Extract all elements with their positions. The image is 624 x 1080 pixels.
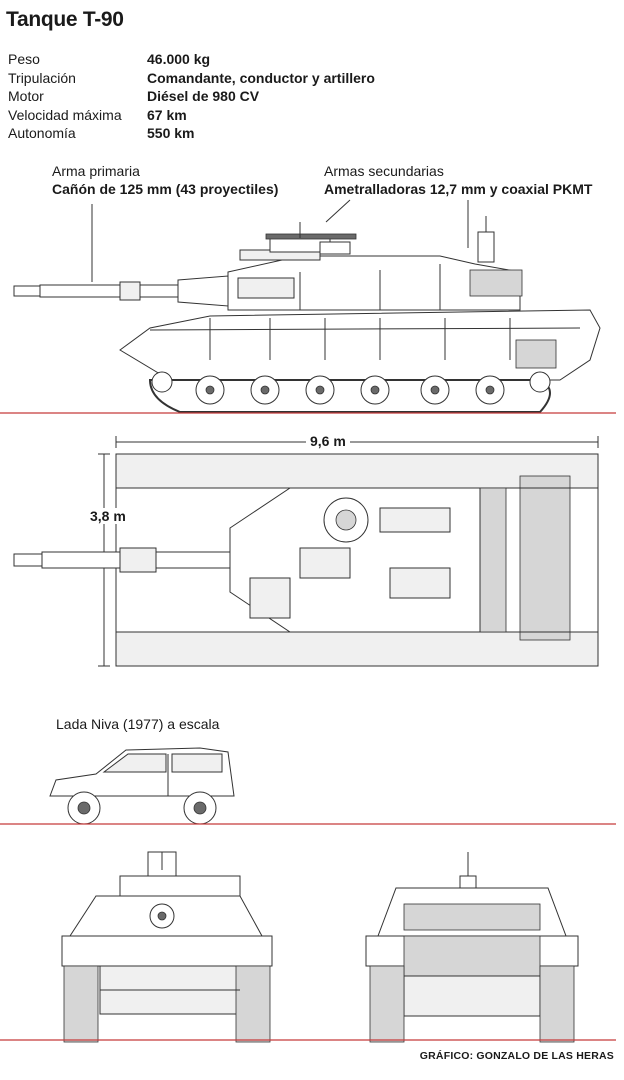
secondary-weapons-callout: Armas secundarias Ametralladoras 12,7 mm… bbox=[324, 162, 592, 198]
spec-label: Peso bbox=[8, 51, 40, 67]
scale-comparison-label: Lada Niva (1977) a escala bbox=[56, 716, 220, 732]
secondary-weapons-value: Ametralladoras 12,7 mm y coaxial PKMT bbox=[324, 181, 593, 197]
graphic-credit: GRÁFICO: GONZALO DE LAS HERAS bbox=[419, 1050, 614, 1062]
spec-row-tripulacion: Tripulación Comandante, conductor y arti… bbox=[8, 69, 375, 88]
secondary-weapons-label: Armas secundarias bbox=[324, 163, 444, 179]
spec-label: Velocidad máxima bbox=[8, 106, 122, 123]
spec-table: Peso 46.000 kg Tripulación Comandante, c… bbox=[8, 50, 375, 143]
spec-row-autonomia: Autonomía 550 km bbox=[8, 124, 375, 143]
spec-value: 46.000 kg bbox=[147, 51, 211, 67]
spec-label: Tripulación bbox=[8, 69, 76, 86]
tank-rear-view bbox=[300, 852, 616, 1043]
page-title: Tanque T-90 bbox=[6, 8, 124, 31]
spec-value: Comandante, conductor y artillero bbox=[147, 69, 375, 86]
tank-front-view bbox=[0, 851, 300, 1043]
spec-value: 67 km bbox=[147, 106, 187, 123]
length-dimension: 9,6 m bbox=[306, 433, 350, 449]
spec-label: Motor bbox=[8, 88, 44, 105]
primary-weapon-label: Arma primaria bbox=[52, 163, 140, 179]
tank-side-view bbox=[0, 199, 616, 414]
spec-value: Diésel de 980 CV bbox=[147, 88, 260, 105]
spec-label: Autonomía bbox=[8, 125, 76, 142]
spec-value: 550 km bbox=[147, 125, 195, 142]
lada-niva-side-view bbox=[0, 747, 616, 825]
tank-top-view bbox=[13, 436, 599, 667]
spec-row-velocidad: Velocidad máxima 67 km bbox=[8, 106, 375, 125]
road-wheels bbox=[151, 371, 551, 405]
width-dimension: 3,8 m bbox=[86, 508, 130, 524]
primary-weapon-value: Cañón de 125 mm (43 proyectiles) bbox=[52, 181, 279, 197]
spec-row-peso: Peso 46.000 kg bbox=[8, 50, 375, 69]
spec-row-motor: Motor Diésel de 980 CV bbox=[8, 87, 375, 106]
primary-weapon-callout: Arma primaria Cañón de 125 mm (43 proyec… bbox=[52, 162, 278, 198]
